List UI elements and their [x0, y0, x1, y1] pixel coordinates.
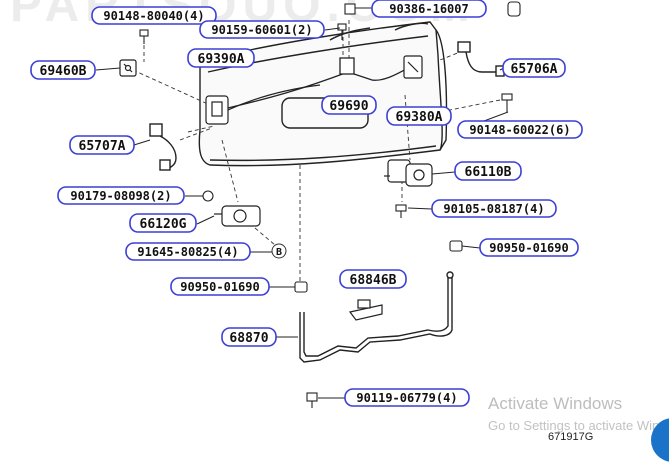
svg-text:66110B: 66110B [465, 165, 512, 180]
latch-69380a [403, 55, 423, 79]
label-66110b[interactable]: 66110B [454, 161, 522, 181]
svg-text:69390A: 69390A [198, 52, 245, 67]
svg-text:69460B: 69460B [40, 64, 87, 79]
label-91645-80825[interactable]: 91645-80825(4) [125, 242, 251, 261]
bolt-90148-60022 [501, 93, 513, 112]
label-90105-08187[interactable]: 90105-08187(4) [431, 199, 557, 218]
label-90159-60601[interactable]: 90159-60601(2) [199, 20, 325, 39]
clip-90950-01690-right [449, 240, 463, 252]
svg-text:90950-01690: 90950-01690 [180, 280, 259, 294]
door-motor-66110b [384, 159, 433, 187]
svg-text:69380A: 69380A [396, 110, 443, 125]
activate-windows-subtitle: Go to Settings to activate Windows. [488, 418, 669, 433]
label-90148-80040[interactable]: 90148-80040(4) [91, 6, 217, 25]
nut-90386-16007 [344, 1, 521, 17]
hinge-69460b [119, 59, 137, 77]
label-69390a[interactable]: 69390A [187, 48, 255, 68]
svg-text:68846B: 68846B [350, 273, 397, 288]
marker-b-text: B [276, 247, 282, 258]
wire-harness-65706a [457, 41, 505, 77]
bolt-90119-06779 [306, 392, 318, 408]
label-90950-01690-left[interactable]: 90950-01690 [170, 277, 270, 296]
back-door-panel [198, 21, 448, 167]
label-69690[interactable]: 69690 [321, 95, 377, 115]
corner-chat-badge[interactable] [651, 418, 669, 462]
bolt-90105-08187 [395, 204, 407, 218]
bracket-68846b [348, 299, 383, 321]
svg-text:90148-80040(4): 90148-80040(4) [103, 9, 204, 23]
svg-text:90105-08187(4): 90105-08187(4) [443, 202, 544, 216]
svg-text:90179-08098(2): 90179-08098(2) [70, 189, 171, 203]
control-rods-69690 [227, 57, 413, 109]
diagram-reference-code: 671917G [548, 431, 594, 443]
label-66120g[interactable]: 66120G [129, 213, 197, 233]
label-68846b[interactable]: 68846B [339, 269, 407, 289]
svg-text:68870: 68870 [229, 331, 268, 346]
wire-harness-65707a [149, 123, 177, 171]
bolt-90148-80040 [139, 29, 149, 44]
svg-text:90119-06779(4): 90119-06779(4) [356, 391, 457, 405]
nut-90179-08098 [202, 190, 214, 202]
switch-66120g [214, 205, 261, 227]
svg-text:90159-60601(2): 90159-60601(2) [211, 23, 312, 37]
label-90119-06779[interactable]: 90119-06779(4) [344, 388, 470, 407]
support-rod-68870 [299, 271, 454, 363]
label-69460b[interactable]: 69460B [30, 60, 96, 80]
label-90179-08098[interactable]: 90179-08098(2) [57, 186, 185, 205]
svg-text:90386-16007: 90386-16007 [389, 2, 468, 16]
label-90950-01690-right[interactable]: 90950-01690 [479, 238, 579, 257]
svg-text:65706A: 65706A [511, 62, 558, 77]
label-68870[interactable]: 68870 [221, 327, 277, 347]
label-65706a[interactable]: 65706A [502, 58, 566, 78]
svg-text:66120G: 66120G [140, 217, 187, 232]
svg-text:90148-60022(6): 90148-60022(6) [469, 123, 570, 137]
label-90386-16007[interactable]: 90386-16007 [371, 0, 487, 18]
svg-text:65707A: 65707A [79, 139, 126, 154]
svg-text:69690: 69690 [329, 99, 368, 114]
clip-90950-01690-left [294, 281, 308, 293]
reference-marker-b: B [271, 243, 287, 259]
activate-windows-title: Activate Windows [488, 394, 623, 413]
label-69380a[interactable]: 69380A [386, 106, 452, 126]
label-90148-60022[interactable]: 90148-60022(6) [457, 120, 583, 139]
screw-90159-60601 [337, 23, 347, 40]
svg-text:90950-01690: 90950-01690 [489, 241, 568, 255]
svg-text:91645-80825(4): 91645-80825(4) [137, 245, 238, 259]
label-65707a[interactable]: 65707A [69, 135, 135, 155]
